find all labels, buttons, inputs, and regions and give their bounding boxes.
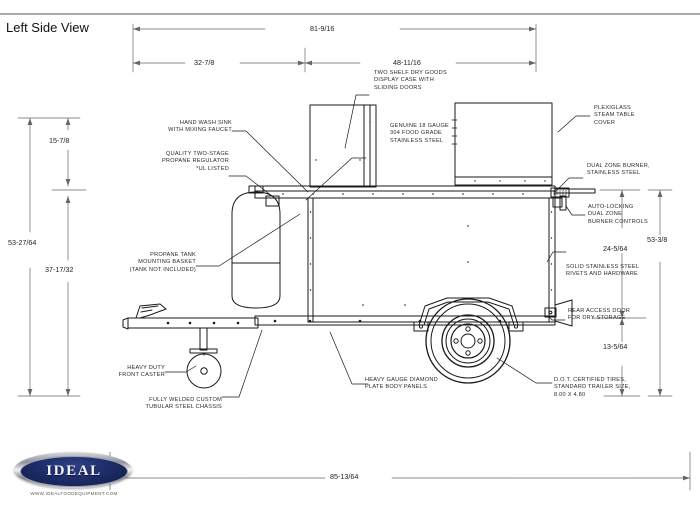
dim-top-left-segment: 32-7/8 (192, 58, 217, 67)
logo-brand-text: IDEAL (46, 462, 102, 479)
callout-propane-regulator: QUALITY TWO-STAGE PROPANE REGULATOR *UL … (161, 151, 229, 172)
trailer-body (254, 185, 556, 326)
callout-tires: D.O.T. CERTIFIED TIRES, STANDARD TRAILER… (554, 377, 631, 398)
callout-plexiglass-cover: PLEXIGLASS STEAM TABLE COVER (594, 105, 635, 126)
dim-left-overall: 53-27/64 (6, 238, 39, 247)
callout-display-case: TWO SHELF DRY GOODS DISPLAY CASE WITH SL… (374, 70, 447, 91)
dimension-lines (17, 23, 691, 491)
callout-rear-door: REAR ACCESS DOOR FOR DRY STORAGE (568, 308, 631, 322)
dim-left-upper: 15-7/8 (47, 136, 72, 145)
dim-right-overall: 53-3/8 (645, 235, 670, 244)
dim-top-right-segment: 48-11/16 (391, 58, 423, 67)
steam-table-assembly (451, 102, 553, 186)
callout-dual-zone-burner: DUAL ZONE BURNER, STAINLESS STEEL (587, 163, 650, 177)
page-title: Left Side View (6, 20, 89, 35)
dim-bottom-overall: 85-13/64 (328, 472, 361, 481)
logo-website-url: WWW.IDEALFOODEQUIPMENT.COM (30, 491, 118, 496)
burner-controls (550, 187, 596, 211)
logo-chrome-rim: IDEAL (14, 452, 132, 488)
callout-front-caster: HEAVY DUTY FRONT CASTER (118, 365, 165, 379)
rear-access-door (544, 197, 573, 327)
callout-rivets: SOLID STAINLESS STEEL RIVETS AND HARDWAR… (566, 264, 640, 278)
dim-right-upper: 24-5/64 (601, 244, 630, 253)
propane-tank (231, 185, 281, 309)
dry-goods-display-case (309, 104, 377, 188)
callout-burner-controls: AUTO-LOCKING DUAL ZONE BURNER CONTROLS (588, 204, 649, 225)
logo-oval-fill: IDEAL (20, 455, 128, 487)
tubular-steel-chassis (122, 303, 502, 389)
callout-stainless-steel: GENUINE 18 GAUGE 304 FOOD GRADE STAINLES… (390, 123, 450, 144)
callout-chassis: FULLY WELDED CUSTOM TUBULAR STEEL CHASSI… (145, 397, 222, 411)
leader-lines (164, 94, 591, 398)
callout-diamond-plate: HEAVY GAUGE DIAMOND PLATE BODY PANELS (365, 377, 438, 391)
dim-left-lower: 37-17/32 (43, 265, 76, 274)
dim-right-lower: 13-5/64 (601, 342, 630, 351)
dim-top-overall: 81-9/16 (308, 24, 337, 33)
ideal-logo: IDEAL WWW.IDEALFOODEQUIPMENT.COM (14, 452, 132, 498)
trailer-wheel (413, 297, 524, 384)
callout-propane-basket: PROPANE TANK MOUNTING BASKET (TANK NOT I… (129, 252, 196, 273)
callout-hand-wash-sink: HAND WASH SINK WITH MIXING FAUCET (168, 120, 232, 134)
